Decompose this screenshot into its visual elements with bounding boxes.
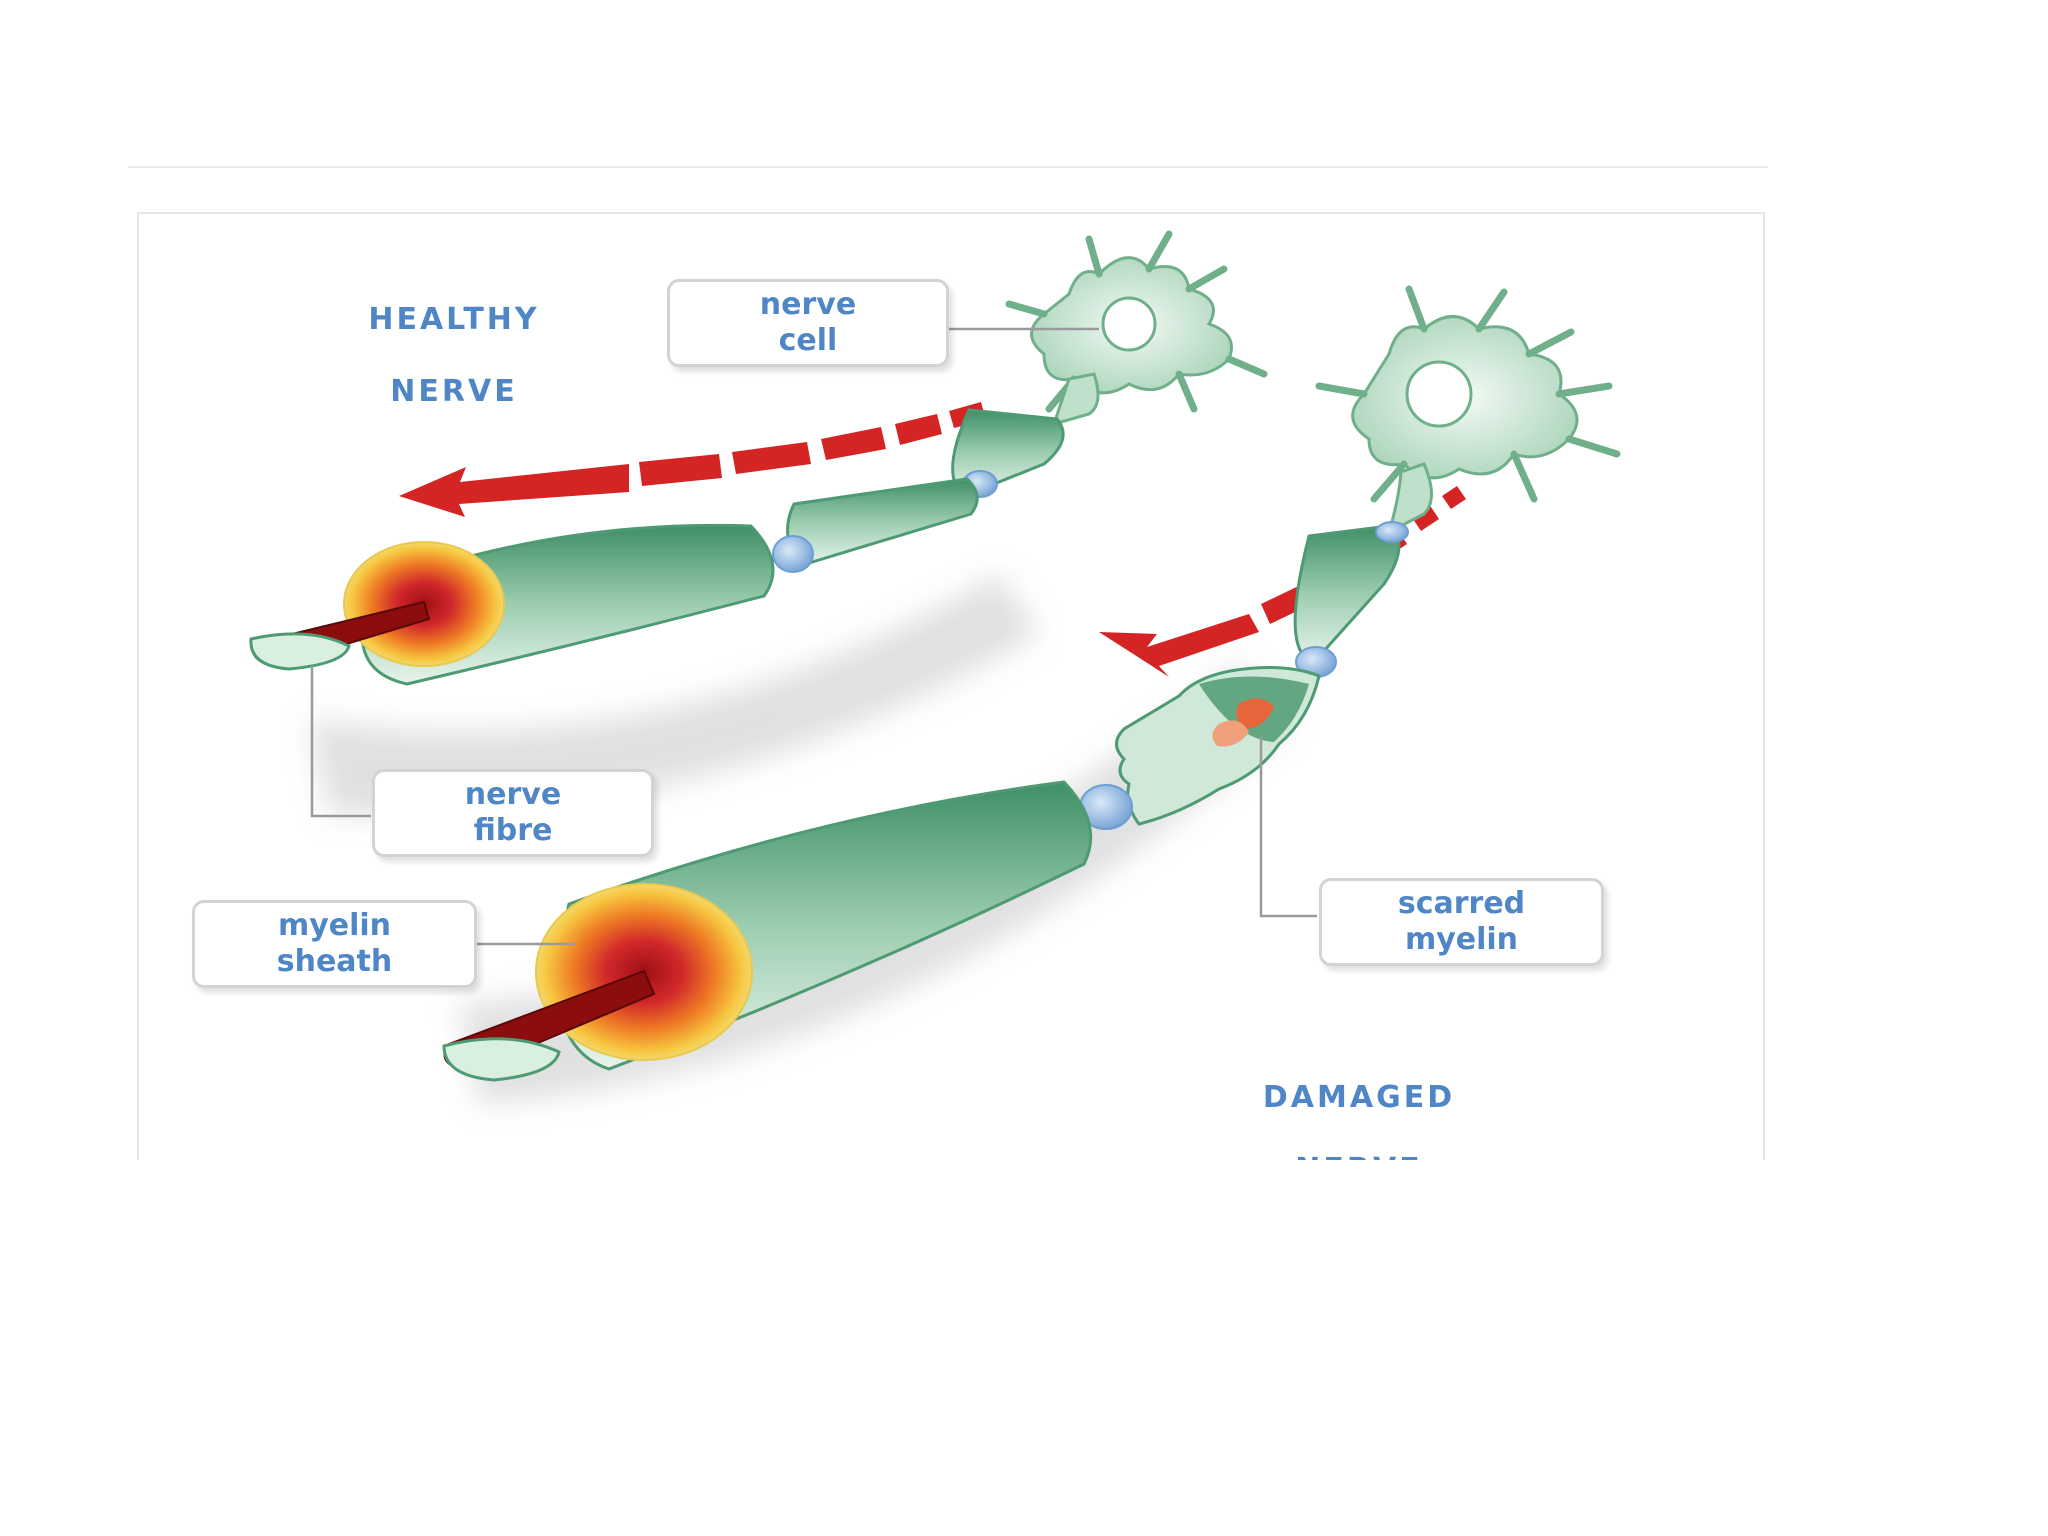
label-nerve-cell-line1: nerve — [759, 287, 857, 322]
signal-arrow-healthy — [399, 402, 986, 517]
label-nerve-cell-line2: cell — [778, 323, 838, 358]
label-nerve-fibre-line2: fibre — [473, 813, 553, 848]
label-nerve-fibre: nerve fibre — [372, 769, 654, 857]
nerve-diagram: HEALTHY NERVE DAMAGED NERVE nerve cell n… — [137, 212, 1765, 1160]
fibre-cross-section-healthy — [249, 541, 505, 671]
label-nerve-fibre-line1: nerve — [464, 777, 562, 812]
leader-lines — [310, 327, 1317, 946]
label-scarred-myelin-line2: myelin — [1404, 922, 1519, 957]
label-nerve-cell: nerve cell — [667, 279, 949, 367]
damaged-nerve-title: DAMAGED NERVE — [1199, 1044, 1519, 1160]
healthy-title-line1: HEALTHY — [368, 302, 540, 337]
top-divider — [128, 166, 1768, 168]
healthy-nerve-title: HEALTHY NERVE — [294, 266, 614, 410]
nerve-cell-damaged — [1315, 285, 1621, 535]
fibre-cross-section-damaged — [442, 883, 753, 1082]
leader-nerve-fibre — [310, 666, 371, 818]
leader-scarred-myelin — [1259, 736, 1317, 918]
healthy-nerve — [249, 230, 1268, 816]
nerve-cell-healthy — [1005, 230, 1268, 427]
diagram-artwork — [249, 230, 1621, 1104]
label-scarred-myelin-line1: scarred — [1397, 886, 1526, 921]
label-scarred-myelin: scarred myelin — [1319, 878, 1604, 966]
scar-patch — [1212, 698, 1274, 747]
label-myelin-sheath: myelin sheath — [192, 900, 477, 988]
label-myelin-sheath-line2: sheath — [276, 944, 393, 979]
damaged-title-line1: DAMAGED — [1262, 1080, 1456, 1115]
label-myelin-sheath-line1: myelin — [277, 908, 392, 943]
damaged-nerve — [442, 285, 1621, 1104]
damaged-title-line2: NERVE — [1295, 1152, 1422, 1160]
healthy-title-line2: NERVE — [390, 374, 518, 409]
